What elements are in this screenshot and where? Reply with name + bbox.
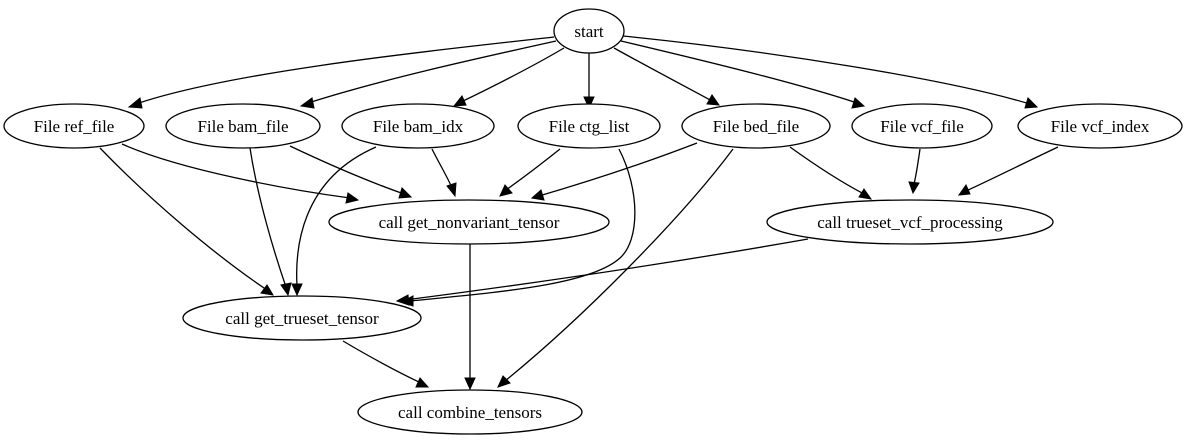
edge-start-to-vcf-index — [622, 35, 1031, 105]
edge-bam-file-to-get-trueset-tensor-arrowhead — [280, 282, 292, 297]
edge-vcf-index-to-trueset-vcf-processing — [965, 146, 1059, 192]
edge-bed-file-to-trueset-vcf-processing-arrowhead — [858, 188, 873, 200]
edge-bed-file-to-combine-tensors-arrowhead — [497, 375, 511, 388]
edge-bed-file-to-get-nonvariant-tensor-arrowhead — [530, 189, 545, 201]
node-ctg-list: File ctg_list — [517, 103, 661, 149]
edge-bam-idx-to-get-trueset-tensor — [296, 146, 377, 287]
edge-get-nonvariant-tensor-to-combine-tensors-arrowhead — [464, 377, 476, 391]
node-bam-idx-label: File bam_idx — [373, 117, 464, 136]
edge-start-to-bam-file-arrowhead — [299, 97, 315, 109]
edge-start-to-vcf-index-arrowhead — [1024, 97, 1039, 109]
node-bam-file: File bam_file — [165, 103, 321, 149]
node-combine-tensors-label: call combine_tensors — [398, 403, 542, 422]
edge-get-trueset-tensor-to-combine-tensors-arrowhead — [415, 377, 430, 388]
node-ref-file-label: File ref_file — [34, 117, 115, 136]
edge-ref-file-to-get-nonvariant-tensor-arrowhead — [345, 192, 360, 204]
node-combine-tensors: call combine_tensors — [357, 389, 583, 435]
node-get-trueset-tensor-label: call get_trueset_tensor — [225, 309, 379, 328]
node-bed-file-label: File bed_file — [713, 117, 799, 136]
node-ctg-list-label: File ctg_list — [549, 117, 630, 136]
edge-bed-file-to-get-nonvariant-tensor — [538, 142, 698, 197]
edge-start-to-bam-file — [307, 40, 557, 104]
edge-bam-idx-to-get-trueset-tensor-arrowhead — [291, 283, 303, 297]
edge-bam-file-to-get-nonvariant-tensor — [289, 145, 405, 195]
node-get-nonvariant-tensor-label: call get_nonvariant_tensor — [379, 213, 560, 232]
edge-bed-file-to-trueset-vcf-processing — [789, 146, 865, 195]
edge-ctg-list-to-get-trueset-tensor — [409, 148, 636, 302]
edge-vcf-file-to-trueset-vcf-processing — [913, 148, 921, 185]
edge-ref-file-to-get-nonvariant-tensor — [121, 143, 351, 199]
node-bed-file: File bed_file — [681, 103, 831, 149]
node-start-label: start — [574, 22, 604, 41]
edge-trueset-vcf-processing-to-get-trueset-tensor — [404, 238, 809, 301]
edge-bam-file-to-get-trueset-tensor — [249, 147, 287, 288]
edge-start-to-bam-idx-arrowhead — [452, 95, 467, 107]
node-get-trueset-tensor: call get_trueset_tensor — [182, 295, 422, 341]
edge-start-to-vcf-file — [620, 40, 858, 104]
edge-start-to-vcf-file-arrowhead — [851, 97, 866, 109]
edge-bed-file-to-combine-tensors — [504, 148, 734, 382]
node-bam-file-label: File bam_file — [197, 117, 288, 136]
node-vcf-index-label: File vcf_index — [1051, 117, 1150, 136]
edge-start-to-ref-file — [135, 36, 555, 105]
edge-start-to-bam-idx — [460, 47, 565, 103]
node-trueset-vcf-processing: call trueset_vcf_processing — [766, 199, 1054, 245]
node-ref-file: File ref_file — [3, 103, 145, 149]
edge-ref-file-to-get-trueset-tensor-arrowhead — [260, 284, 274, 296]
edge-vcf-file-to-trueset-vcf-processing-arrowhead — [908, 181, 920, 195]
node-trueset-vcf-processing-label: call trueset_vcf_processing — [817, 213, 1003, 232]
node-bam-idx: File bam_idx — [341, 103, 495, 149]
edge-start-to-ref-file-arrowhead — [127, 97, 143, 109]
node-vcf-file: File vcf_file — [851, 103, 993, 149]
node-start: start — [553, 8, 625, 54]
edge-ref-file-to-get-trueset-tensor — [99, 147, 268, 291]
nodes-layer: start File ref_file File bam_file File b… — [3, 8, 1183, 435]
edge-get-trueset-tensor-to-combine-tensors — [342, 340, 422, 384]
edge-ctg-list-to-get-nonvariant-tensor-arrowhead — [499, 184, 513, 197]
edge-bam-idx-to-get-nonvariant-tensor — [431, 148, 453, 189]
edge-trueset-vcf-processing-to-get-trueset-tensor-arrowhead — [395, 294, 410, 306]
edge-bam-file-to-get-nonvariant-tensor-arrowhead — [398, 187, 413, 199]
node-vcf-index: File vcf_index — [1017, 103, 1183, 149]
edge-ctg-list-to-get-nonvariant-tensor — [505, 148, 561, 191]
edge-vcf-index-to-trueset-vcf-processing-arrowhead — [957, 183, 971, 196]
node-get-nonvariant-tensor: call get_nonvariant_tensor — [328, 199, 610, 245]
edge-start-to-bed-file-arrowhead — [706, 94, 721, 106]
edge-start-to-bed-file — [613, 47, 713, 102]
edge-start-to-ctg-list-arrowhead — [583, 96, 595, 110]
edges-layer — [99, 35, 1059, 391]
node-vcf-file-label: File vcf_file — [880, 117, 964, 136]
edge-bam-idx-to-get-nonvariant-tensor-arrowhead — [446, 182, 457, 198]
